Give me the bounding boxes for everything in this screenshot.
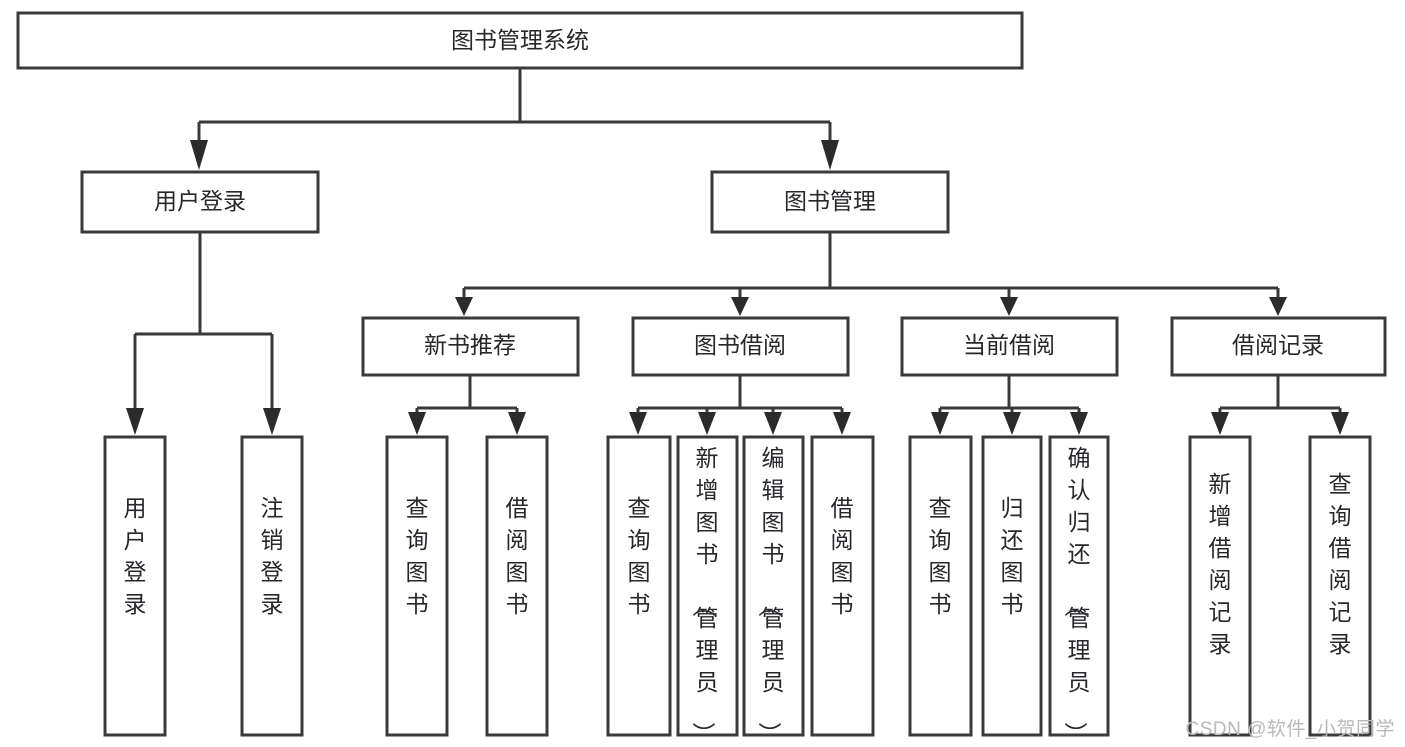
arrow-newbook-leaf-2 <box>508 412 526 435</box>
arrow-bookmgmt-to-current <box>1000 297 1018 316</box>
arrow-record-leaf-2 <box>1331 412 1349 435</box>
node-book-management-label: 图书管理 <box>784 188 876 214</box>
node-leaf-query-book-b-box[interactable] <box>606 435 672 737</box>
node-leaf-logout-box[interactable] <box>240 435 304 737</box>
node-leaf-query-book-a[interactable]: 查询图书 <box>385 435 449 737</box>
node-leaf-user-login-label: 用户登录 <box>124 495 147 617</box>
arrow-userlogin-leaf-1 <box>126 408 144 435</box>
node-leaf-add-book-admin-label: 新增图书（管理员） <box>691 445 719 745</box>
node-leaf-query-book-b[interactable]: 查询图书 <box>606 435 672 737</box>
node-leaf-confirm-return-admin[interactable]: 确认归还（管理员） <box>1048 435 1110 745</box>
node-current-borrow-box[interactable] <box>900 316 1119 377</box>
node-leaf-add-borrow-record[interactable]: 新增借阅记录 <box>1188 435 1252 737</box>
node-new-book-recommend-box[interactable] <box>361 316 580 377</box>
node-borrow-record[interactable]: 借阅记录 <box>1170 316 1387 377</box>
node-leaf-add-book-admin[interactable]: 新增图书（管理员） <box>676 435 739 745</box>
node-book-borrow[interactable]: 图书借阅 <box>631 316 850 377</box>
arrow-bookmgmt-to-record <box>1269 297 1287 316</box>
node-leaf-query-borrow-record-box[interactable] <box>1308 435 1372 737</box>
node-leaf-logout-label: 注销登录 <box>261 495 284 617</box>
node-new-book-recommend-label: 新书推荐 <box>424 332 516 358</box>
node-leaf-edit-book-admin-label: 编辑图书（管理员） <box>757 445 785 745</box>
arrow-userlogin-leaf-2 <box>263 408 281 435</box>
node-leaf-query-book-c-label: 查询图书 <box>929 495 952 617</box>
arrow-borrow-leaf-4 <box>833 412 851 435</box>
node-leaf-query-book-a-label: 查询图书 <box>406 495 429 617</box>
arrow-newbook-leaf-1 <box>408 412 426 435</box>
node-user-login[interactable]: 用户登录 <box>80 170 320 234</box>
node-leaf-borrow-book-a-label: 借阅图书 <box>506 495 529 617</box>
node-book-management-box[interactable] <box>710 170 950 234</box>
arrow-bookmgmt-to-newbook <box>455 297 473 316</box>
node-leaf-borrow-book-b[interactable]: 借阅图书 <box>810 435 875 737</box>
node-leaf-borrow-book-a[interactable]: 借阅图书 <box>485 435 549 737</box>
arrow-record-leaf-1 <box>1211 412 1229 435</box>
node-root-system-label: 图书管理系统 <box>451 27 589 53</box>
node-book-borrow-box[interactable] <box>631 316 850 377</box>
node-root-system-box[interactable] <box>16 11 1024 70</box>
arrow-bookmgmt-to-borrow <box>731 297 749 316</box>
node-leaf-return-book-label: 归还图书 <box>1001 495 1024 617</box>
node-leaf-user-login[interactable]: 用户登录 <box>103 435 167 737</box>
node-borrow-record-label: 借阅记录 <box>1232 332 1324 358</box>
arrow-borrow-leaf-1 <box>629 412 647 435</box>
node-leaf-borrow-book-b-box[interactable] <box>810 435 875 737</box>
node-leaf-query-book-b-label: 查询图书 <box>628 495 651 617</box>
node-new-book-recommend[interactable]: 新书推荐 <box>361 316 580 377</box>
arrow-current-leaf-2 <box>1003 412 1021 435</box>
node-leaf-borrow-book-a-box[interactable] <box>485 435 549 737</box>
node-user-login-box[interactable] <box>80 170 320 234</box>
node-leaf-borrow-book-b-label: 借阅图书 <box>831 495 854 617</box>
node-leaf-add-borrow-record-label: 新增借阅记录 <box>1209 471 1232 657</box>
node-current-borrow[interactable]: 当前借阅 <box>900 316 1119 377</box>
node-leaf-query-book-a-box[interactable] <box>385 435 449 737</box>
connector-layer <box>126 68 1349 435</box>
node-leaf-return-book-box[interactable] <box>981 435 1043 737</box>
node-leaf-logout[interactable]: 注销登录 <box>240 435 304 737</box>
arrow-root-to-user-login <box>190 140 208 170</box>
arrow-current-leaf-1 <box>931 412 949 435</box>
node-leaf-query-borrow-record-label: 查询借阅记录 <box>1329 471 1352 657</box>
node-leaf-query-borrow-record[interactable]: 查询借阅记录 <box>1308 435 1372 737</box>
node-leaf-add-borrow-record-box[interactable] <box>1188 435 1252 737</box>
node-root-system[interactable]: 图书管理系统 <box>16 11 1024 70</box>
node-leaf-add-book-admin-box[interactable] <box>676 435 739 737</box>
node-leaf-edit-book-admin[interactable]: 编辑图书（管理员） <box>742 435 805 745</box>
node-book-borrow-label: 图书借阅 <box>694 332 786 358</box>
node-leaf-user-login-box[interactable] <box>103 435 167 737</box>
node-book-management[interactable]: 图书管理 <box>710 170 950 234</box>
node-leaf-confirm-return-admin-label: 确认归还（管理员） <box>1063 445 1091 745</box>
arrow-root-to-book-mgmt <box>821 140 839 170</box>
node-leaf-query-book-c-box[interactable] <box>908 435 973 737</box>
node-user-login-label: 用户登录 <box>154 188 246 214</box>
arrow-current-leaf-3 <box>1070 412 1088 435</box>
node-borrow-record-box[interactable] <box>1170 316 1387 377</box>
node-leaf-confirm-return-admin-box[interactable] <box>1048 435 1110 737</box>
node-leaf-edit-book-admin-box[interactable] <box>742 435 805 737</box>
node-current-borrow-label: 当前借阅 <box>963 332 1055 358</box>
node-leaf-query-book-c[interactable]: 查询图书 <box>908 435 973 737</box>
node-leaf-return-book[interactable]: 归还图书 <box>981 435 1043 737</box>
arrow-borrow-leaf-3 <box>764 412 782 435</box>
arrow-borrow-leaf-2 <box>698 412 716 435</box>
